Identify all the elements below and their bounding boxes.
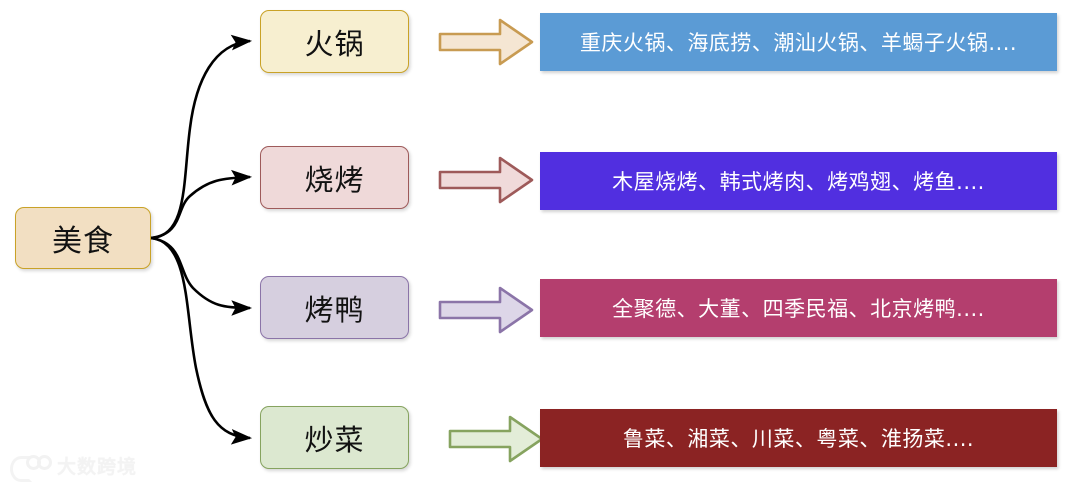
block-arrow-right-icon-kaoya	[438, 286, 534, 334]
block-arrow-right-icon-chaocai	[448, 415, 544, 463]
examples-banner-chaocai: 鲁菜、湘菜、川菜、粤菜、淮扬菜....	[540, 409, 1057, 467]
block-arrow-right-icon-shaokao	[438, 156, 534, 204]
examples-banner-huoguo: 重庆火锅、海底捞、潮汕火锅、羊蝎子火锅....	[540, 13, 1057, 71]
examples-banner-shaokao: 木屋烧烤、韩式烤肉、烤鸡翅、烤鱼....	[540, 152, 1057, 210]
root-node-meishi[interactable]: 美食	[15, 207, 151, 269]
connector-to-huoguo	[150, 34, 253, 240]
category-node-label: 炒菜	[304, 422, 365, 457]
category-node-chaocai[interactable]: 炒菜	[260, 406, 409, 469]
examples-banner-text: 全聚德、大董、四季民福、北京烤鸭....	[612, 297, 985, 321]
connector-to-kaoya	[150, 236, 253, 316]
watermark-logo-icon	[10, 454, 52, 482]
examples-banner-text: 重庆火锅、海底捞、潮汕火锅、羊蝎子火锅....	[579, 31, 1018, 55]
examples-banner-kaoya: 全聚德、大董、四季民福、北京烤鸭....	[540, 279, 1057, 337]
category-node-label: 烧烤	[304, 162, 365, 197]
connector-to-chaocai	[150, 236, 253, 445]
root-node-label: 美食	[52, 224, 114, 259]
category-node-kaoya[interactable]: 烤鸭	[260, 276, 409, 339]
category-node-huoguo[interactable]: 火锅	[260, 10, 409, 73]
category-node-shaokao[interactable]: 烧烤	[260, 146, 409, 209]
category-node-label: 火锅	[304, 26, 365, 61]
watermark-label: 大数跨境	[57, 456, 138, 478]
examples-banner-text: 木屋烧烤、韩式烤肉、烤鸡翅、烤鱼....	[612, 170, 985, 194]
connector-to-shaokao	[150, 169, 253, 240]
examples-banner-text: 鲁菜、湘菜、川菜、粤菜、淮扬菜....	[622, 427, 975, 451]
block-arrow-right-icon-huoguo	[438, 18, 534, 66]
category-node-label: 烤鸭	[304, 292, 365, 327]
watermark: 大数跨境	[10, 452, 138, 482]
